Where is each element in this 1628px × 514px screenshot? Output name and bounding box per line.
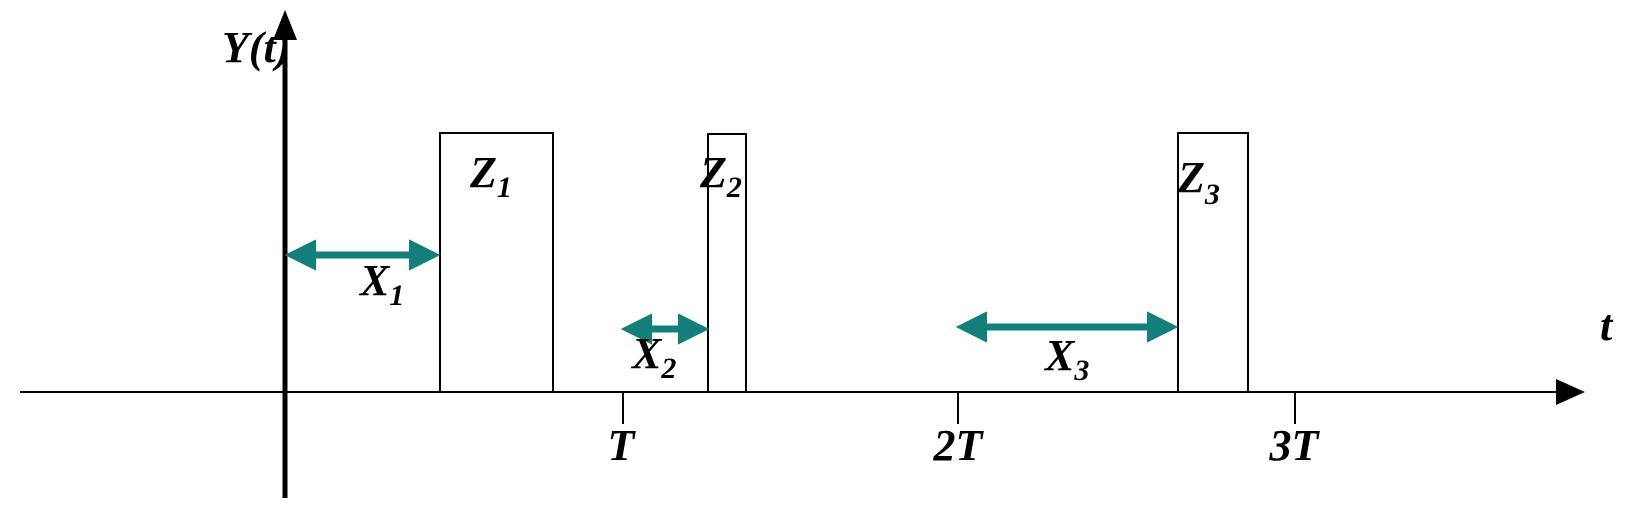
- gap-label-x1-letter: X: [358, 256, 391, 305]
- gap-label-x2-index: 2: [660, 352, 676, 385]
- tick-label-2t: 2T: [933, 421, 985, 470]
- pulse-label-z1: Z1: [469, 148, 512, 204]
- gap-label-x1-index: 1: [389, 279, 404, 312]
- y-axis-label: Y(t): [222, 23, 290, 72]
- gap-label-x2: X2: [630, 329, 676, 385]
- x-axis-label: t: [1600, 301, 1614, 350]
- pulse-label-z3: Z3: [1177, 153, 1220, 211]
- pulse-label-z1-index: 1: [497, 171, 512, 204]
- pulse-label-z3-letter: Z: [1177, 153, 1205, 202]
- pulse-label-z3-index: 3: [1204, 178, 1220, 211]
- pulse-label-z2-letter: Z: [699, 148, 727, 197]
- gap-label-x3-index: 3: [1073, 354, 1089, 387]
- gap-label-x3-letter: X: [1043, 331, 1076, 380]
- pulse-z3: [1177, 132, 1249, 393]
- tick-label-t: T: [608, 421, 637, 470]
- pulse-label-z2: Z2: [699, 148, 742, 204]
- gap-label-x3: X3: [1043, 331, 1089, 387]
- pulse-z2: [707, 133, 747, 393]
- gap-label-x2-letter: X: [630, 329, 663, 378]
- gap-label-x1: X1: [358, 256, 404, 312]
- pulse-label-z1-letter: Z: [469, 148, 497, 197]
- y-axis-arrowhead: [273, 10, 297, 40]
- time-axis-arrowhead: [1556, 379, 1585, 405]
- tick-label-3t: 3T: [1269, 421, 1321, 470]
- pulse-label-z2-index: 2: [726, 171, 742, 204]
